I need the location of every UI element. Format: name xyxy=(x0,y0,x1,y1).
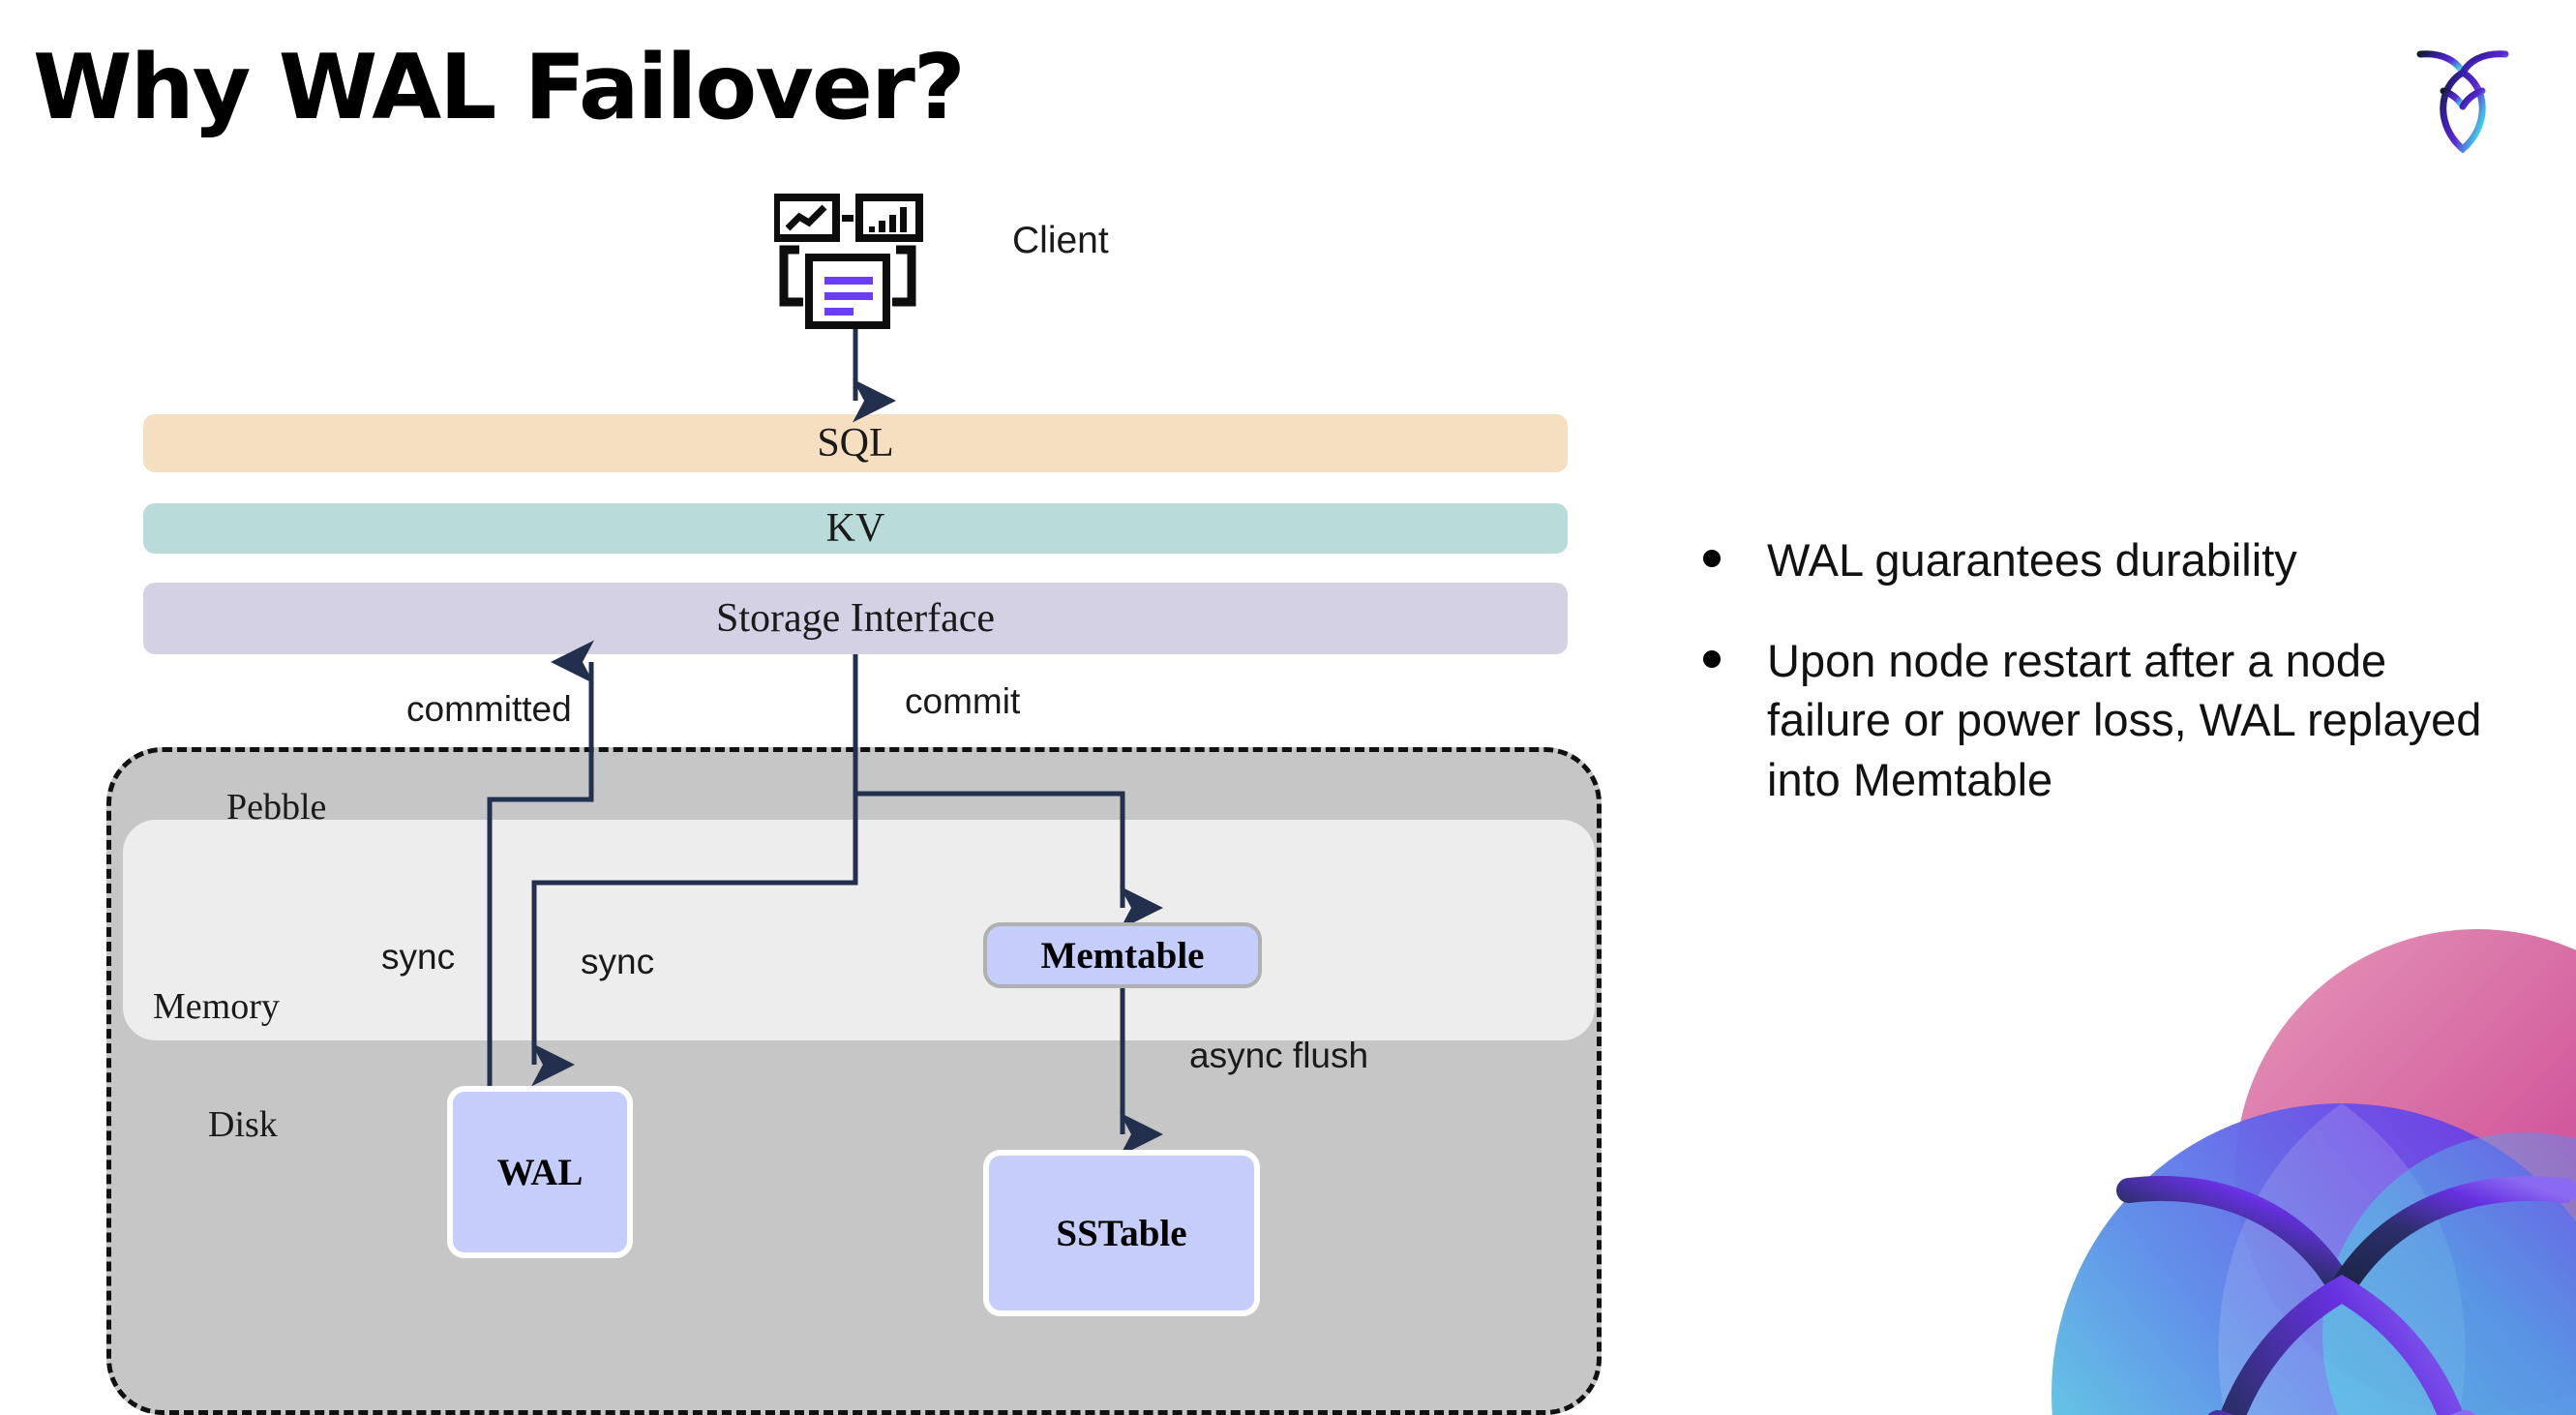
box-label-memtable: Memtable xyxy=(1040,934,1205,977)
bullet-dot-icon xyxy=(1703,550,1721,567)
disk-label: Disk xyxy=(208,1104,278,1145)
layer-label-sql: SQL xyxy=(817,421,894,466)
list-item: WAL guarantees durability xyxy=(1703,530,2506,590)
flow-label-sync-1: sync xyxy=(381,937,456,977)
layer-bar-kv: KV xyxy=(143,503,1568,554)
flow-label-async-flush: async flush xyxy=(1189,1036,1369,1075)
pebble-label: Pebble xyxy=(226,787,327,828)
box-label-wal: WAL xyxy=(496,1151,584,1193)
layer-label-kv: KV xyxy=(825,506,885,551)
bullet-text: WAL guarantees durability xyxy=(1767,534,2297,586)
list-item: Upon node restart after a node failure o… xyxy=(1703,631,2506,810)
cockroachdb-logo xyxy=(2409,37,2517,154)
client-terminal-icon xyxy=(772,194,934,329)
box-memtable: Memtable xyxy=(983,922,1262,988)
layer-bar-sql: SQL xyxy=(143,414,1568,472)
box-wal: WAL xyxy=(447,1086,633,1258)
bullet-dot-icon xyxy=(1703,649,1721,668)
memory-label: Memory xyxy=(153,986,280,1027)
pebble-container xyxy=(106,747,1602,1415)
gradient-circles-artwork xyxy=(1935,929,2576,1415)
memory-region xyxy=(123,820,1595,1040)
client-label: Client xyxy=(1012,220,1109,261)
flow-label-commit: commit xyxy=(905,681,1021,721)
flow-label-committed: committed xyxy=(406,689,572,729)
layer-bar-storage: Storage Interface xyxy=(143,583,1568,654)
flow-label-sync-2: sync xyxy=(581,942,655,981)
page-title: Why WAL Failover? xyxy=(33,35,966,139)
bullet-text: Upon node restart after a node failure o… xyxy=(1767,634,2482,805)
box-label-sstable: SSTable xyxy=(1056,1212,1187,1254)
box-sstable: SSTable xyxy=(983,1150,1260,1316)
layer-label-storage: Storage Interface xyxy=(716,596,995,641)
bullet-list: WAL guarantees durability Upon node rest… xyxy=(1703,530,2506,850)
